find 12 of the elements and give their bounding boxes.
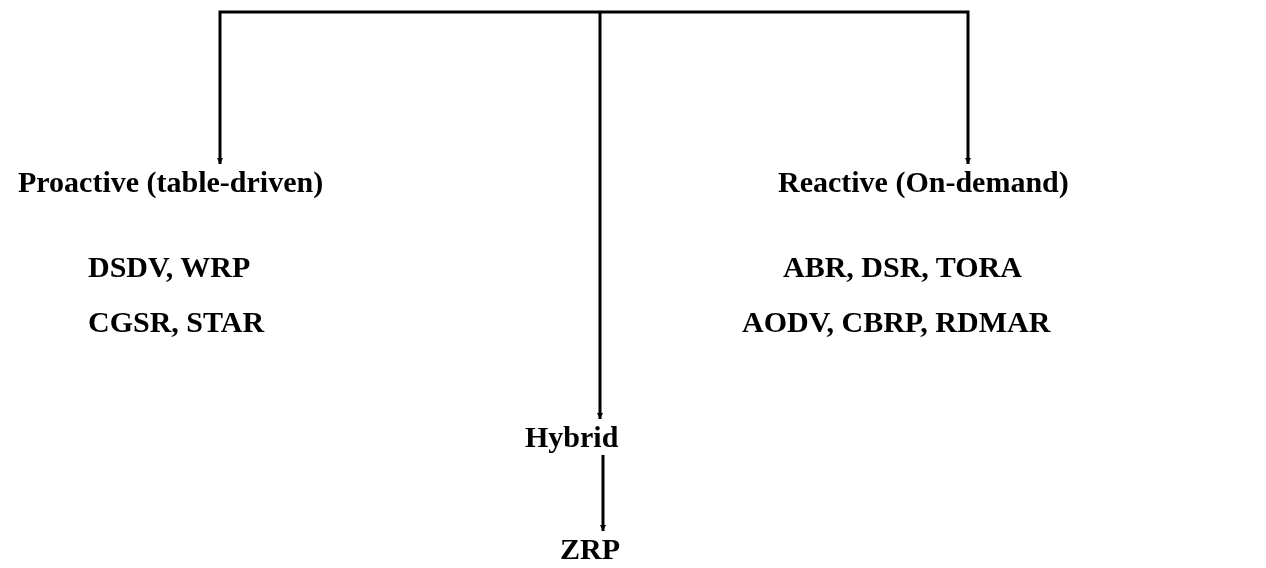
category-label: ZRP [560, 531, 620, 567]
category-label: Reactive (On-demand) [778, 164, 1069, 200]
arrow [217, 10, 600, 164]
protocol-list: DSDV, WRP [88, 249, 251, 285]
arrow [597, 12, 603, 419]
arrow [600, 10, 971, 164]
protocol-list: CGSR, STAR [88, 304, 265, 340]
arrow [600, 455, 606, 531]
protocol-list: AODV, CBRP, RDMAR [742, 304, 1051, 340]
protocol-list: ABR, DSR, TORA [783, 249, 1022, 285]
category-label: Hybrid [525, 419, 619, 455]
category-label: Proactive (table-driven) [18, 164, 324, 200]
